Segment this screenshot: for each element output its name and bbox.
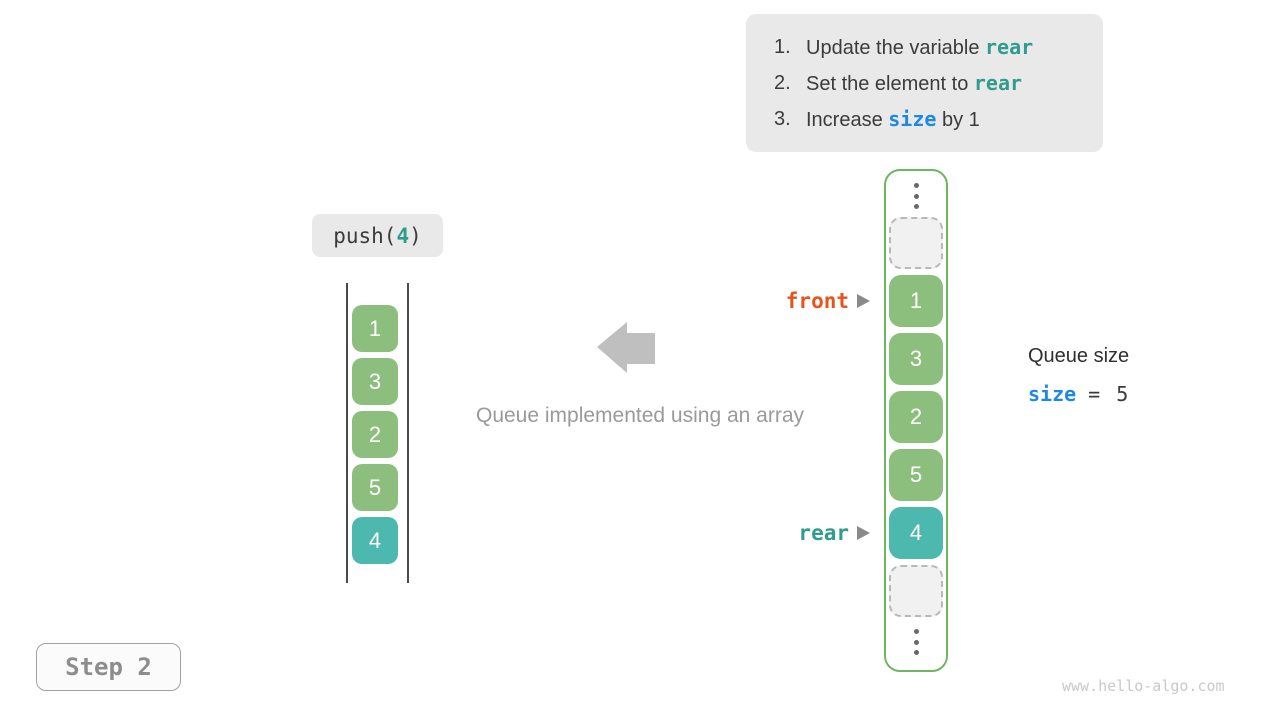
- array-cell: 2: [889, 391, 943, 443]
- watermark: www.hello-algo.com: [1062, 677, 1225, 695]
- stack-cell: 4: [352, 517, 398, 564]
- stack-cell: 2: [352, 411, 398, 458]
- step-number: 3.: [774, 107, 791, 130]
- stack-rail-left: [346, 283, 348, 583]
- array-container: 1 3 2 5 4: [884, 169, 948, 672]
- operation-close: ): [409, 223, 422, 248]
- queue-size-panel: Queue size size = 5: [1028, 345, 1129, 406]
- array-cell: 5: [889, 449, 943, 501]
- operation-fn: push(: [333, 223, 397, 248]
- code-token: rear: [973, 70, 1023, 95]
- step-number: 1.: [774, 35, 791, 58]
- left-arrow-tail: [626, 333, 655, 364]
- size-variable: size: [1028, 382, 1077, 406]
- stack-cell: 5: [352, 464, 398, 511]
- code-token: rear: [985, 34, 1034, 59]
- pointer-arrow-icon: [857, 294, 870, 308]
- step-item-2: 2. Set the element to rear: [774, 65, 1103, 101]
- stack: 1 3 2 5 4: [352, 305, 398, 570]
- equals-sign: =: [1088, 382, 1101, 406]
- size-value: 5: [1116, 382, 1129, 406]
- front-pointer-label: front: [785, 289, 849, 313]
- stack-cell: 1: [352, 305, 398, 352]
- front-pointer: front: [700, 289, 870, 313]
- queue-size-value-line: size = 5: [1028, 382, 1129, 406]
- step-text: Increase size by 1: [806, 106, 980, 131]
- stack-rail-right: [407, 283, 409, 583]
- step-item-1: 1. Update the variable rear: [774, 29, 1103, 65]
- array-cell: 4: [889, 507, 943, 559]
- stack-cell: 3: [352, 358, 398, 405]
- rear-pointer: rear: [700, 521, 870, 545]
- array-cell: 1: [889, 275, 943, 327]
- step-item-3: 3. Increase size by 1: [774, 101, 1103, 137]
- pointer-arrow-icon: [857, 526, 870, 540]
- array-cell: [889, 565, 943, 617]
- queue-size-title: Queue size: [1028, 345, 1130, 367]
- vertical-ellipsis-icon: [913, 629, 919, 655]
- steps-panel: 1. Update the variable rear 2. Set the e…: [746, 14, 1103, 152]
- code-token: size: [888, 106, 937, 131]
- step-text: Set the element to rear: [806, 70, 1023, 95]
- left-arrow-head: [597, 322, 627, 373]
- array-cell: 3: [889, 333, 943, 385]
- operation-label: push(4): [312, 214, 443, 257]
- step-text: Update the variable rear: [806, 34, 1034, 59]
- operation-arg: 4: [396, 223, 410, 248]
- vertical-ellipsis-icon: [913, 183, 919, 209]
- step-badge-label: Step 2: [65, 653, 152, 681]
- step-number: 2.: [774, 71, 791, 94]
- array-cell: [889, 217, 943, 269]
- caption: Queue implemented using an array: [475, 404, 805, 427]
- step-badge: Step 2: [36, 643, 181, 691]
- left-arrow-icon: [597, 322, 655, 373]
- rear-pointer-label: rear: [798, 521, 849, 545]
